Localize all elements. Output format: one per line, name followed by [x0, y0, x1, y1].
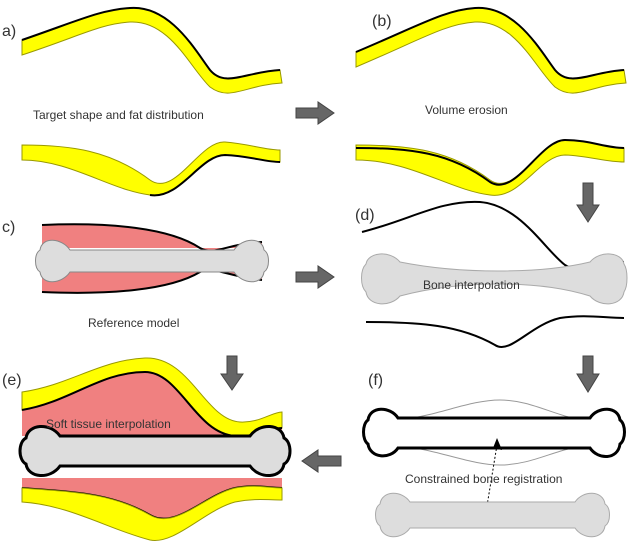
fat-band-lower [22, 142, 280, 195]
panel-b: (b) Volume erosion [356, 8, 626, 196]
panel-c: c) Reference model [2, 219, 269, 330]
panel-d-letter: (d) [355, 207, 375, 224]
arrow-d-to-f [577, 356, 599, 392]
panel-e: (e) Soft tissue interpolation [2, 358, 290, 541]
panel-d: (d) Bone interpolation [355, 202, 627, 347]
panel-e-letter: (e) [2, 372, 22, 389]
target-outline-lower [366, 316, 624, 347]
panel-e-caption: Soft tissue interpolation [46, 417, 171, 431]
eroded-band-upper [356, 8, 626, 93]
panel-c-caption: Reference model [88, 316, 179, 330]
fat-band-upper [22, 8, 282, 93]
reference-bone-f [376, 493, 610, 537]
arrow-f-to-e [302, 450, 341, 472]
panel-a: a) Target shape and fat distribution [2, 8, 282, 196]
arrow-down-to-e [221, 356, 243, 390]
arrow-c-to-d [296, 266, 334, 288]
panel-a-letter: a) [2, 23, 16, 40]
panel-f: (f) Constrained bone registration [364, 372, 625, 537]
panel-f-caption: Constrained bone registration [405, 472, 562, 486]
panel-d-caption: Bone interpolation [423, 278, 520, 292]
arrow-a-to-b [296, 102, 334, 124]
panel-c-letter: c) [2, 219, 15, 236]
panel-b-caption: Volume erosion [425, 103, 508, 117]
registered-bone-f [364, 409, 625, 456]
panel-b-letter: (b) [372, 13, 392, 30]
arrow-b-to-d [577, 183, 599, 222]
panel-a-caption: Target shape and fat distribution [33, 108, 204, 122]
panel-f-letter: (f) [368, 372, 383, 389]
